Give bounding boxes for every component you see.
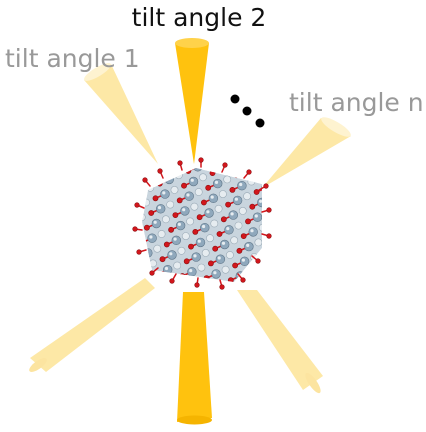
beam-tilt-n-incoming (262, 117, 351, 188)
beam-tilt-n-outgoing (29, 278, 155, 372)
beam-tilt-2-incoming (175, 38, 209, 164)
beam-tilt-1-incoming (84, 63, 158, 164)
label-tilt-angle-2: tilt angle 2 (132, 3, 267, 32)
label-tilt-angle-1: tilt angle 1 (5, 44, 140, 73)
dot (230, 94, 240, 104)
crystal-particle (132, 157, 272, 290)
ellipsis-dots (230, 94, 265, 128)
dot (255, 118, 265, 128)
beam-tilt-1-outgoing (237, 290, 323, 394)
beam-tilt-2-outgoing (177, 292, 212, 425)
label-tilt-angle-n: tilt angle n (289, 88, 424, 117)
dot (242, 106, 252, 116)
